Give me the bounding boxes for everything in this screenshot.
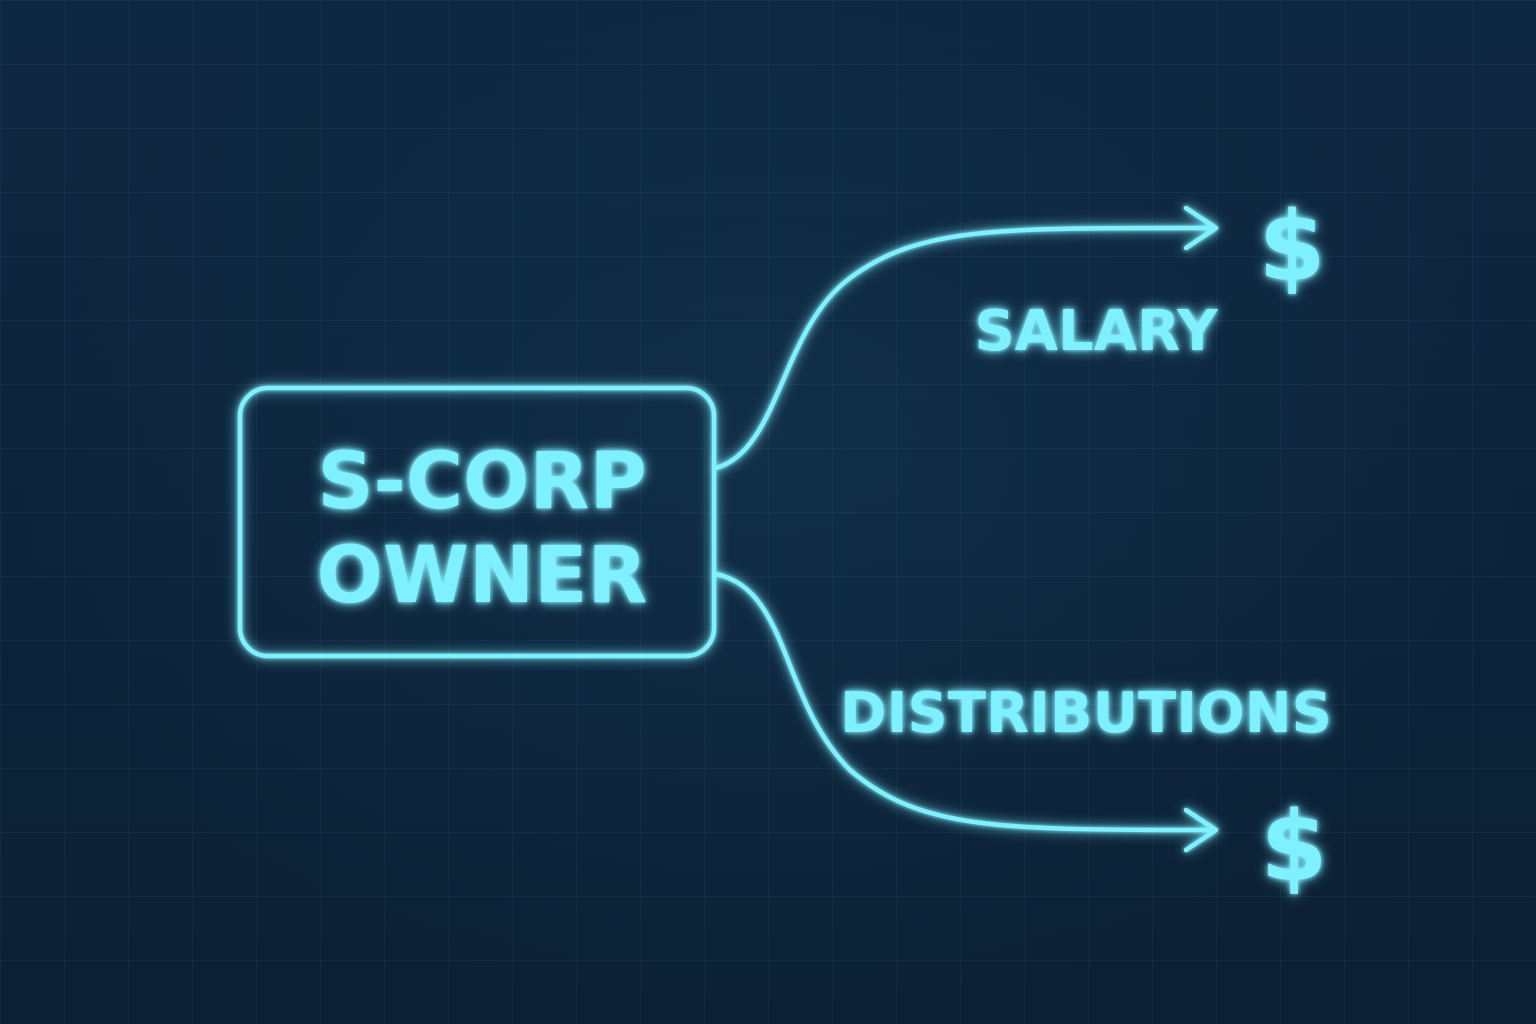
- distributions-dollar-icon: $: [1261, 791, 1328, 903]
- salary-connector: [713, 225, 1218, 471]
- owner-node-box: [237, 385, 717, 659]
- salary-label: SALARY: [974, 299, 1219, 364]
- salary-dollar-icon: $: [1259, 191, 1326, 303]
- salary-arrowhead-icon: [1183, 205, 1219, 251]
- owner-node-title-line2: OWNER: [317, 531, 648, 621]
- distributions-arrowhead-icon: [1183, 807, 1219, 853]
- owner-node-title-line1: S-CORP: [317, 437, 646, 527]
- distributions-label: DISTRIBUTIONS: [840, 681, 1332, 746]
- distributions-connector: [713, 571, 1218, 833]
